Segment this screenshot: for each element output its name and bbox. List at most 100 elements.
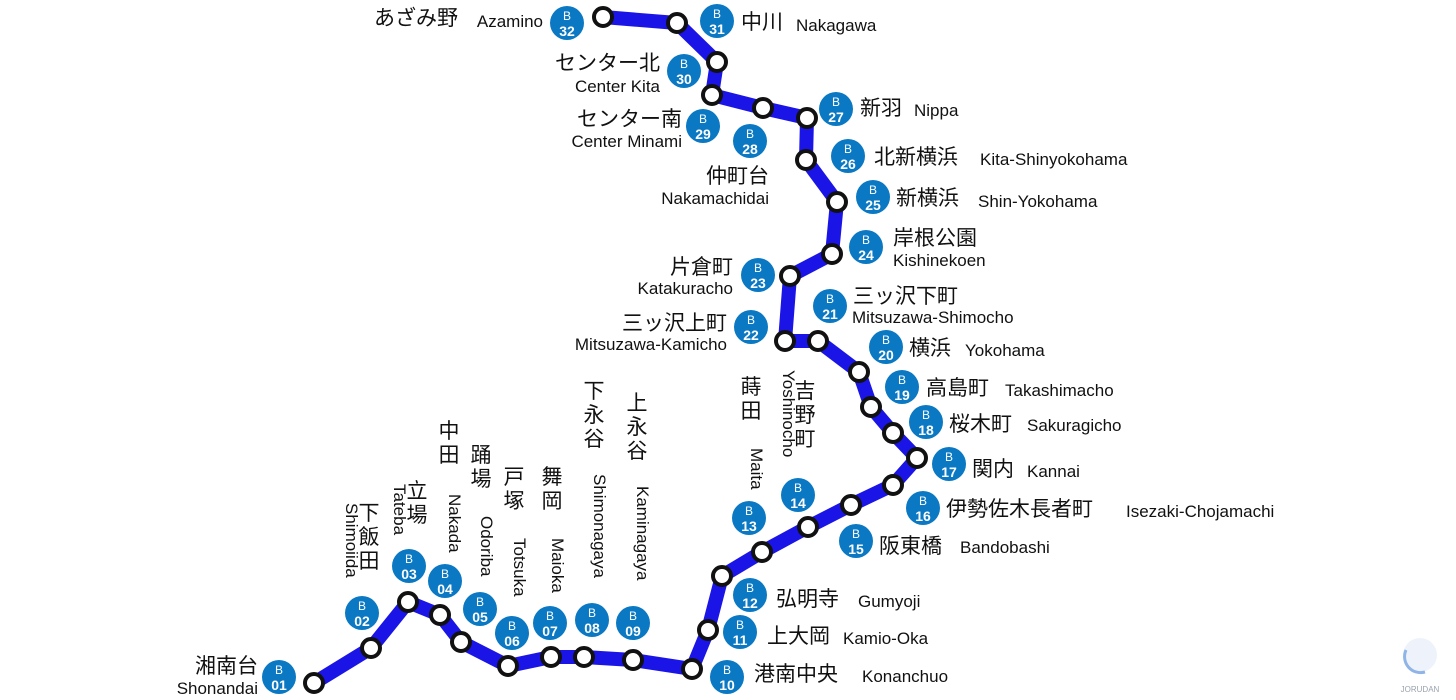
station-node[interactable] bbox=[752, 97, 774, 119]
station-number-badge: B18 bbox=[909, 405, 943, 439]
station-node[interactable] bbox=[807, 330, 829, 352]
badge-number: 16 bbox=[915, 508, 931, 524]
station-node[interactable] bbox=[779, 265, 801, 287]
station-name-ja: センター北 bbox=[555, 51, 660, 75]
station-node[interactable] bbox=[706, 51, 728, 73]
station-node[interactable] bbox=[796, 107, 818, 129]
station-node[interactable] bbox=[450, 631, 472, 653]
station-name-ja: 横浜 bbox=[909, 336, 951, 360]
station-number-badge: B13 bbox=[732, 501, 766, 535]
station-name-en: Katakuracho bbox=[638, 279, 733, 298]
station-number-badge: B05 bbox=[463, 592, 497, 626]
station-number-badge: B17 bbox=[932, 447, 966, 481]
station-node[interactable] bbox=[821, 243, 843, 265]
badge-number: 29 bbox=[695, 126, 711, 142]
station-number-badge: B30 bbox=[667, 54, 701, 88]
station-node[interactable] bbox=[848, 361, 870, 383]
station-node[interactable] bbox=[797, 516, 819, 538]
station-name-ja: 仲町台 bbox=[706, 164, 769, 188]
station-node[interactable] bbox=[429, 604, 451, 626]
station-b20[interactable]: B20 横浜 Yokohama bbox=[848, 330, 1045, 383]
badge-number: 23 bbox=[750, 275, 766, 291]
station-node[interactable] bbox=[751, 541, 773, 563]
station-number-badge: B14 bbox=[781, 478, 815, 512]
station-name-ja: 弘明寺 bbox=[776, 587, 839, 611]
station-name-ja: 片倉町 bbox=[670, 255, 733, 279]
station-name-en: Yokohama bbox=[965, 341, 1045, 360]
station-number-badge: B15 bbox=[839, 524, 873, 558]
station-node[interactable] bbox=[795, 149, 817, 171]
badge-number: 20 bbox=[878, 347, 894, 363]
station-node[interactable] bbox=[592, 6, 614, 28]
station-node[interactable] bbox=[697, 619, 719, 641]
badge-line-letter: B bbox=[794, 481, 802, 495]
station-node[interactable] bbox=[701, 84, 723, 106]
station-node[interactable] bbox=[666, 12, 688, 34]
station-node[interactable] bbox=[622, 649, 644, 671]
station-number-badge: B24 bbox=[849, 230, 883, 264]
station-node[interactable] bbox=[826, 191, 848, 213]
station-name-ja: 中田 bbox=[439, 419, 460, 467]
station-node[interactable] bbox=[906, 447, 928, 469]
station-node[interactable] bbox=[303, 672, 325, 694]
station-name-en: Maioka bbox=[548, 538, 567, 593]
station-node[interactable] bbox=[882, 474, 904, 496]
station-name-en: Center Minami bbox=[571, 132, 682, 151]
station-node[interactable] bbox=[711, 565, 733, 587]
station-node[interactable] bbox=[540, 646, 562, 668]
badge-line-letter: B bbox=[747, 313, 755, 327]
station-node[interactable] bbox=[860, 396, 882, 418]
station-node[interactable] bbox=[840, 494, 862, 516]
station-node[interactable] bbox=[497, 655, 519, 677]
badge-line-letter: B bbox=[680, 57, 688, 71]
station-name-ja: あざみ野 bbox=[374, 6, 458, 30]
badge-line-letter: B bbox=[441, 567, 449, 581]
station-node[interactable] bbox=[681, 658, 703, 680]
station-name-en: Bandobashi bbox=[960, 538, 1050, 557]
badge-line-letter: B bbox=[508, 619, 516, 633]
station-name-en: Shimonagaya bbox=[590, 474, 609, 579]
badge-line-letter: B bbox=[588, 606, 596, 620]
badge-line-letter: B bbox=[882, 333, 890, 347]
badge-line-letter: B bbox=[745, 504, 753, 518]
station-node[interactable] bbox=[882, 422, 904, 444]
station-node[interactable] bbox=[774, 330, 796, 352]
station-name-ja: 新横浜 bbox=[896, 186, 959, 210]
station-node[interactable] bbox=[360, 637, 382, 659]
station-node[interactable] bbox=[397, 591, 419, 613]
station-node[interactable] bbox=[573, 646, 595, 668]
badge-line-letter: B bbox=[629, 609, 637, 623]
